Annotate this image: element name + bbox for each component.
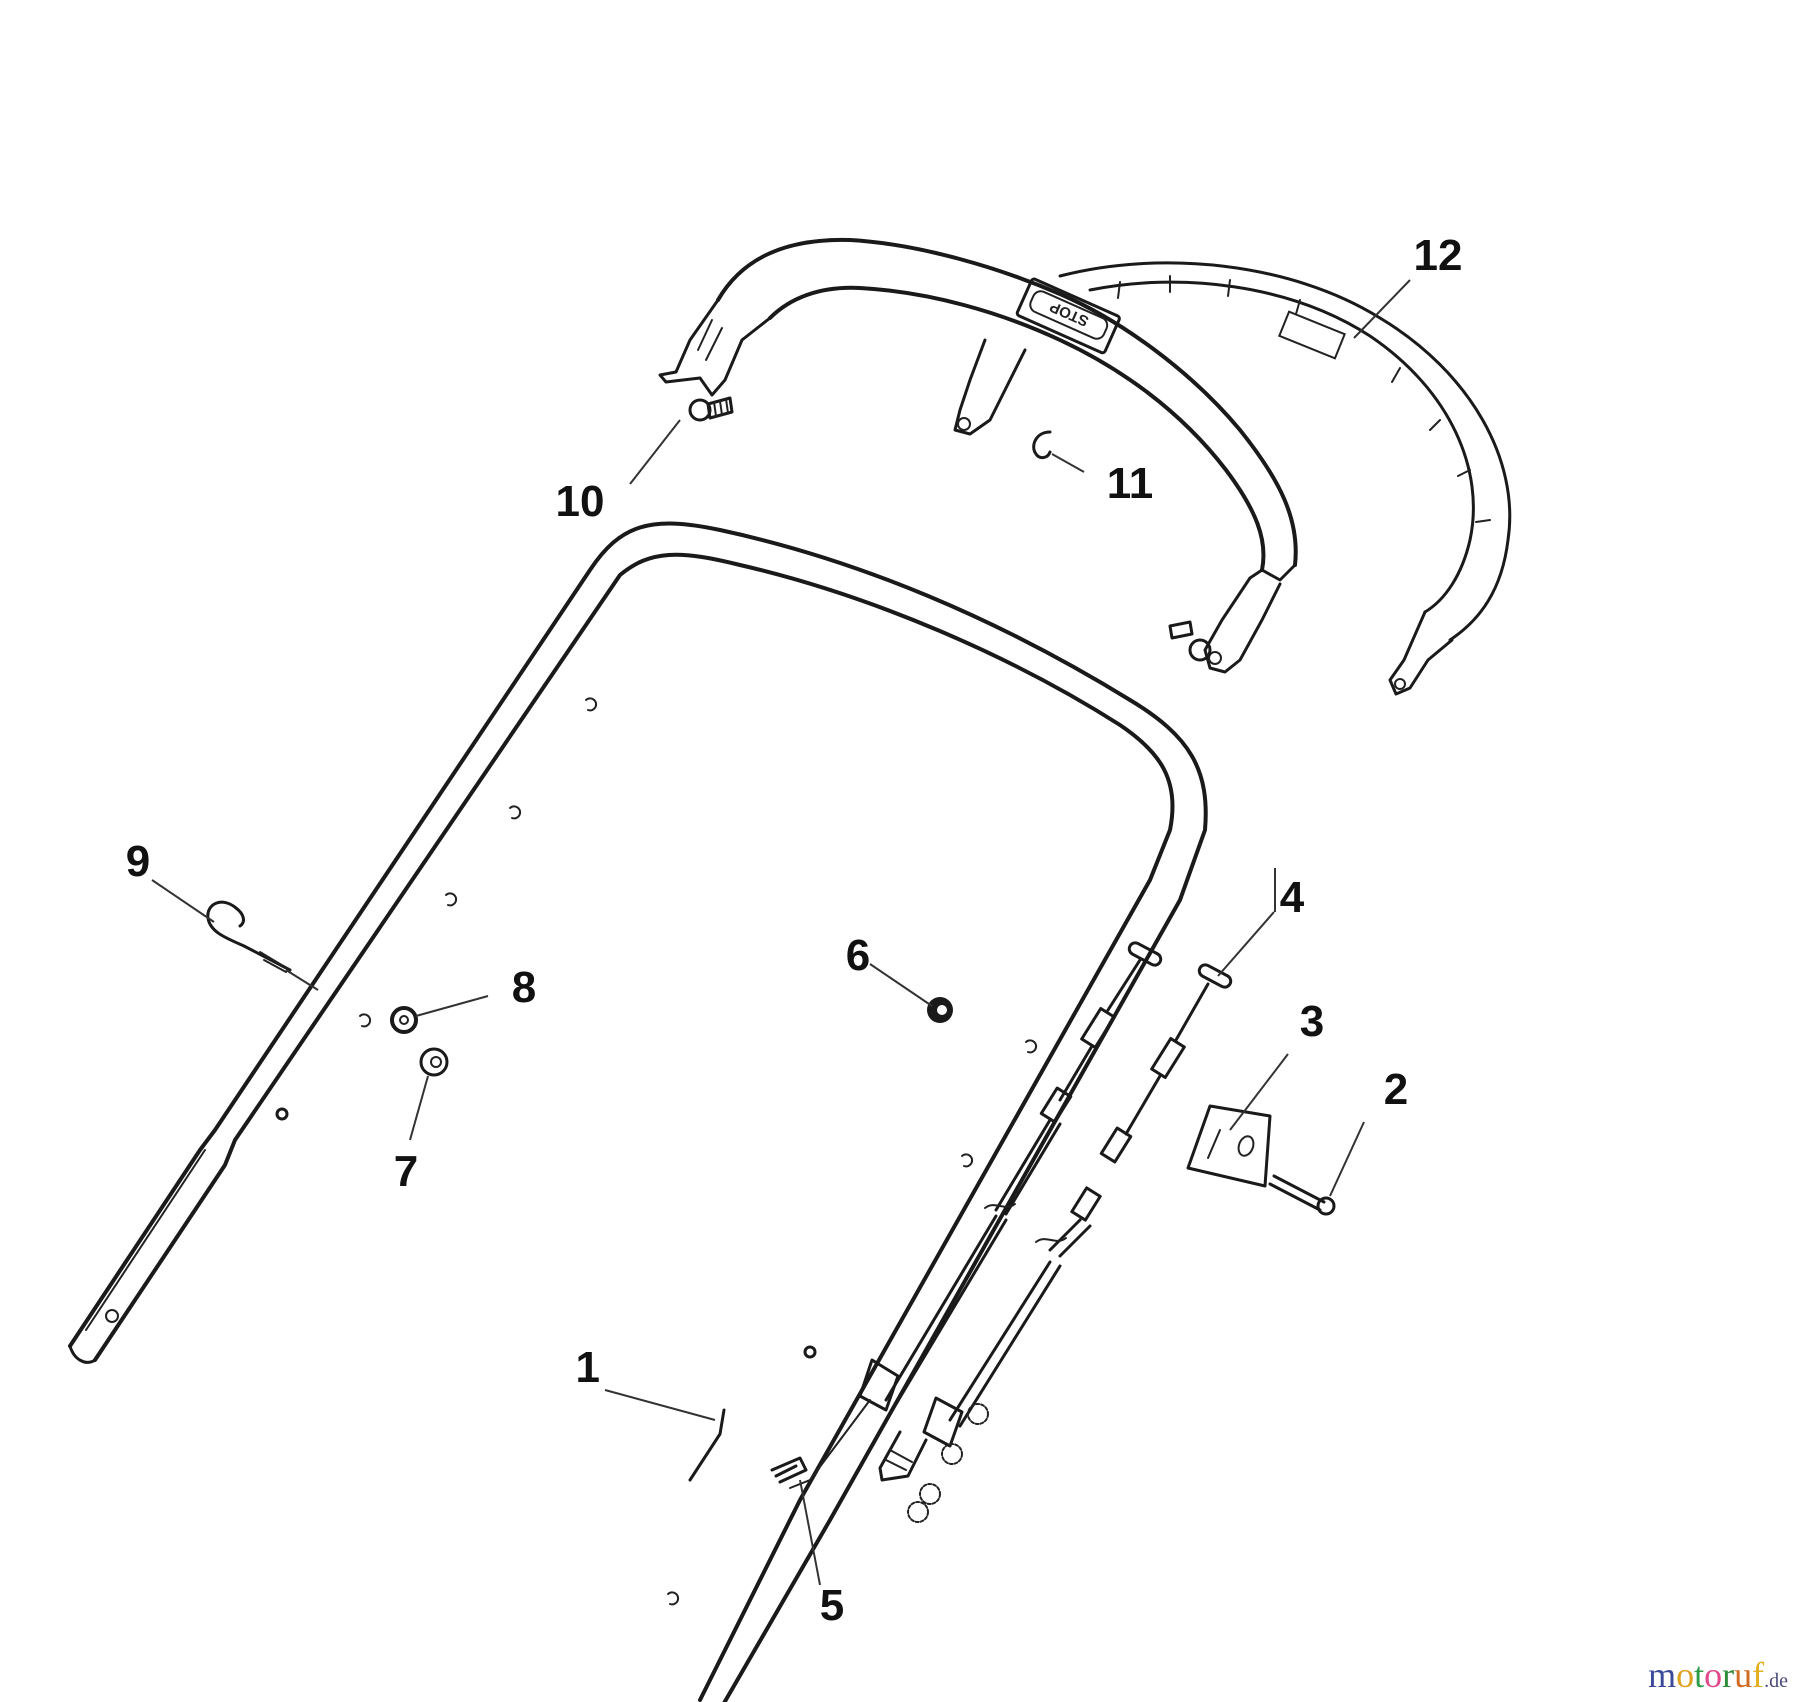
part-1-lower-frame[interactable] <box>68 521 1208 1702</box>
label-part-2: 2 <box>1384 1065 1408 1114</box>
wm-letter: o <box>1704 1655 1723 1695</box>
label-part-11: 11 <box>1107 459 1154 508</box>
wm-letter: f <box>1752 1655 1765 1695</box>
part-2-screw[interactable] <box>1268 1174 1336 1216</box>
part-3-guide-block[interactable] <box>1186 1104 1272 1188</box>
label-part-1: 1 <box>576 1343 600 1392</box>
part-10-screw[interactable] <box>688 396 734 422</box>
part-6-nut[interactable] <box>927 997 953 1023</box>
part-7-nut[interactable] <box>419 1047 449 1077</box>
watermark: motoruf.de <box>1648 1654 1788 1696</box>
label-part-6: 6 <box>846 931 870 980</box>
upper-handle-grip[interactable]: STOP <box>658 237 1298 674</box>
wm-tld: .de <box>1764 1670 1788 1692</box>
part-9-cable-hook[interactable] <box>206 900 292 973</box>
wm-letter: r <box>1722 1655 1735 1695</box>
part-11-circlip[interactable] <box>1032 430 1052 460</box>
wm-letter: m <box>1648 1655 1677 1695</box>
part-labels: 1 2 3 4 5 6 7 8 9 10 11 12 <box>126 231 1463 1630</box>
label-part-12: 12 <box>1414 231 1463 280</box>
part-10-screw-right <box>1168 620 1212 662</box>
wm-letter: u <box>1734 1655 1753 1695</box>
label-part-10: 10 <box>556 477 605 526</box>
label-part-8: 8 <box>512 963 536 1012</box>
wm-letter: o <box>1676 1655 1695 1695</box>
part-4-control-cables[interactable] <box>770 941 1233 1523</box>
label-part-7: 7 <box>394 1147 418 1196</box>
leader-lines <box>151 279 1411 1586</box>
part-5-cable-end-hook[interactable] <box>774 1464 798 1478</box>
part-12-presence-bar[interactable] <box>1058 261 1512 696</box>
part-8-washer[interactable] <box>390 1006 418 1034</box>
label-part-5: 5 <box>820 1581 844 1630</box>
label-part-4: 4 <box>1280 873 1305 922</box>
label-part-3: 3 <box>1300 997 1324 1046</box>
label-part-9: 9 <box>126 837 150 886</box>
wm-letter: t <box>1694 1655 1705 1695</box>
